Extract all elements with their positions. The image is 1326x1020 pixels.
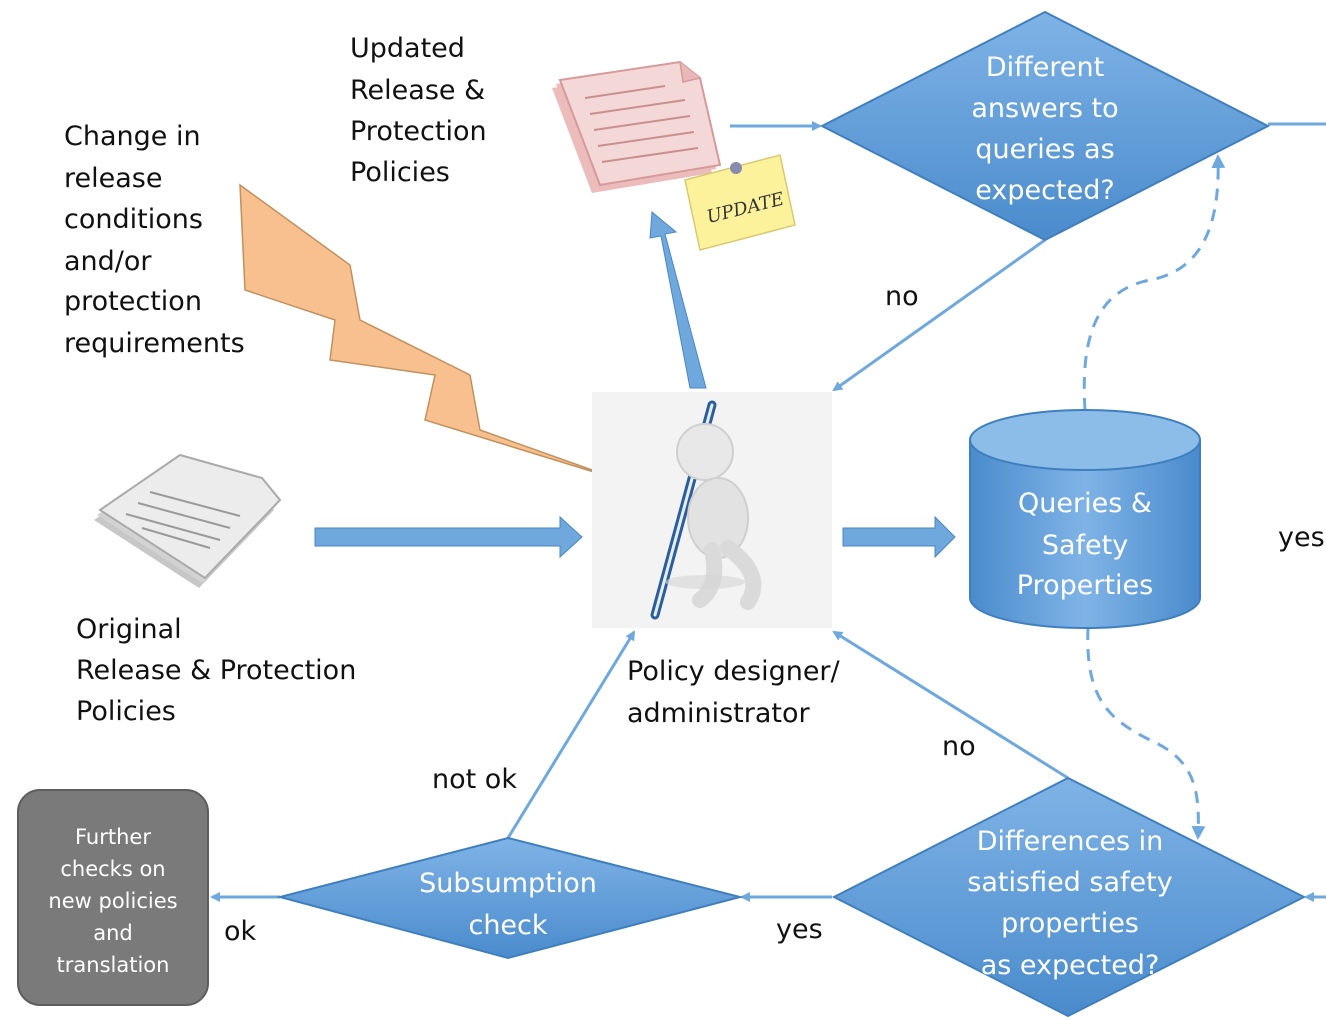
- diamond-subsumption-check: [276, 836, 744, 960]
- policy-designer-figure: [592, 392, 832, 628]
- original-label-line-3: Policies: [76, 696, 176, 727]
- original-label-line-2: Release & Protection: [76, 655, 356, 686]
- database-line-3: Properties: [1017, 570, 1153, 601]
- edge-label-ok: ok: [224, 916, 257, 947]
- database-to-diamond-bottom-dashed: [1086, 627, 1206, 840]
- change-label-line-3: conditions: [64, 204, 203, 235]
- further-checks-line-1: Further: [75, 825, 151, 849]
- original-to-designer-arrow: [314, 515, 583, 559]
- further-checks-line-3: new policies: [48, 889, 177, 913]
- sticky-note-icon: UPDATE: [684, 154, 796, 251]
- designer-label-line-1: Policy designer/: [627, 656, 841, 687]
- diamond-top-line-4: expected?: [975, 175, 1114, 206]
- change-label-line-2: release: [64, 163, 162, 194]
- edge-label-no-top: no: [885, 281, 919, 312]
- queries-database-cylinder: [969, 409, 1201, 629]
- updated-label-line-2: Release &: [350, 75, 485, 106]
- diamond-bottom-line-1: Differences in: [977, 826, 1163, 857]
- diamond-differences-safety: [831, 776, 1307, 1018]
- further-checks-box: [17, 789, 209, 1006]
- further-checks-line-2: checks on: [60, 857, 165, 881]
- subsumption-line-1: Subsumption: [419, 868, 597, 899]
- database-line-1: Queries &: [1018, 488, 1152, 519]
- designer-label-line-2: administrator: [627, 698, 811, 729]
- change-label-line-6: requirements: [64, 328, 245, 359]
- diamond-bottom-line-2: satisfied safety: [967, 867, 1172, 898]
- diamond-bottom-line-3: properties: [1001, 908, 1139, 939]
- diamond-top-line-1: Different: [986, 52, 1104, 83]
- original-document-icon: [94, 453, 282, 588]
- edge-label-yes-right: yes: [1278, 522, 1325, 553]
- updated-label-line-3: Protection: [350, 116, 487, 147]
- lightning-bolt-icon: [239, 183, 621, 481]
- designer-to-database-arrow: [842, 515, 956, 559]
- change-label-line-1: Change in: [64, 121, 201, 152]
- database-line-2: Safety: [1042, 530, 1128, 561]
- edge-label-no-bottom: no: [942, 731, 976, 762]
- edge-label-yes-bottom: yes: [776, 914, 823, 945]
- change-label-line-5: protection: [64, 286, 202, 317]
- subsumption-line-2: check: [468, 910, 547, 941]
- updated-label-line-1: Updated: [350, 33, 465, 64]
- further-checks-line-4: and: [93, 921, 133, 945]
- edge-label-not-ok: not ok: [432, 764, 517, 795]
- diamond-top-line-3: queries as: [975, 134, 1114, 165]
- diamond-different-answers: [819, 10, 1271, 242]
- diamond-bottom-no-edge: [832, 630, 1069, 780]
- original-label-line-1: Original: [76, 614, 182, 645]
- subsumption-not-ok-edge: [506, 630, 636, 839]
- designer-to-updated-arrow: [649, 210, 707, 389]
- database-to-diamond-top-dashed: [1082, 154, 1226, 411]
- updated-label-line-4: Policies: [350, 157, 450, 188]
- updated-document-icon: [552, 60, 722, 193]
- diamond-bottom-line-4: as expected?: [981, 950, 1160, 981]
- further-checks-line-5: translation: [57, 953, 170, 977]
- diamond-top-line-2: answers to: [971, 93, 1118, 124]
- change-label-line-4: and/or: [64, 246, 152, 277]
- diamond-top-no-edge: [832, 238, 1046, 392]
